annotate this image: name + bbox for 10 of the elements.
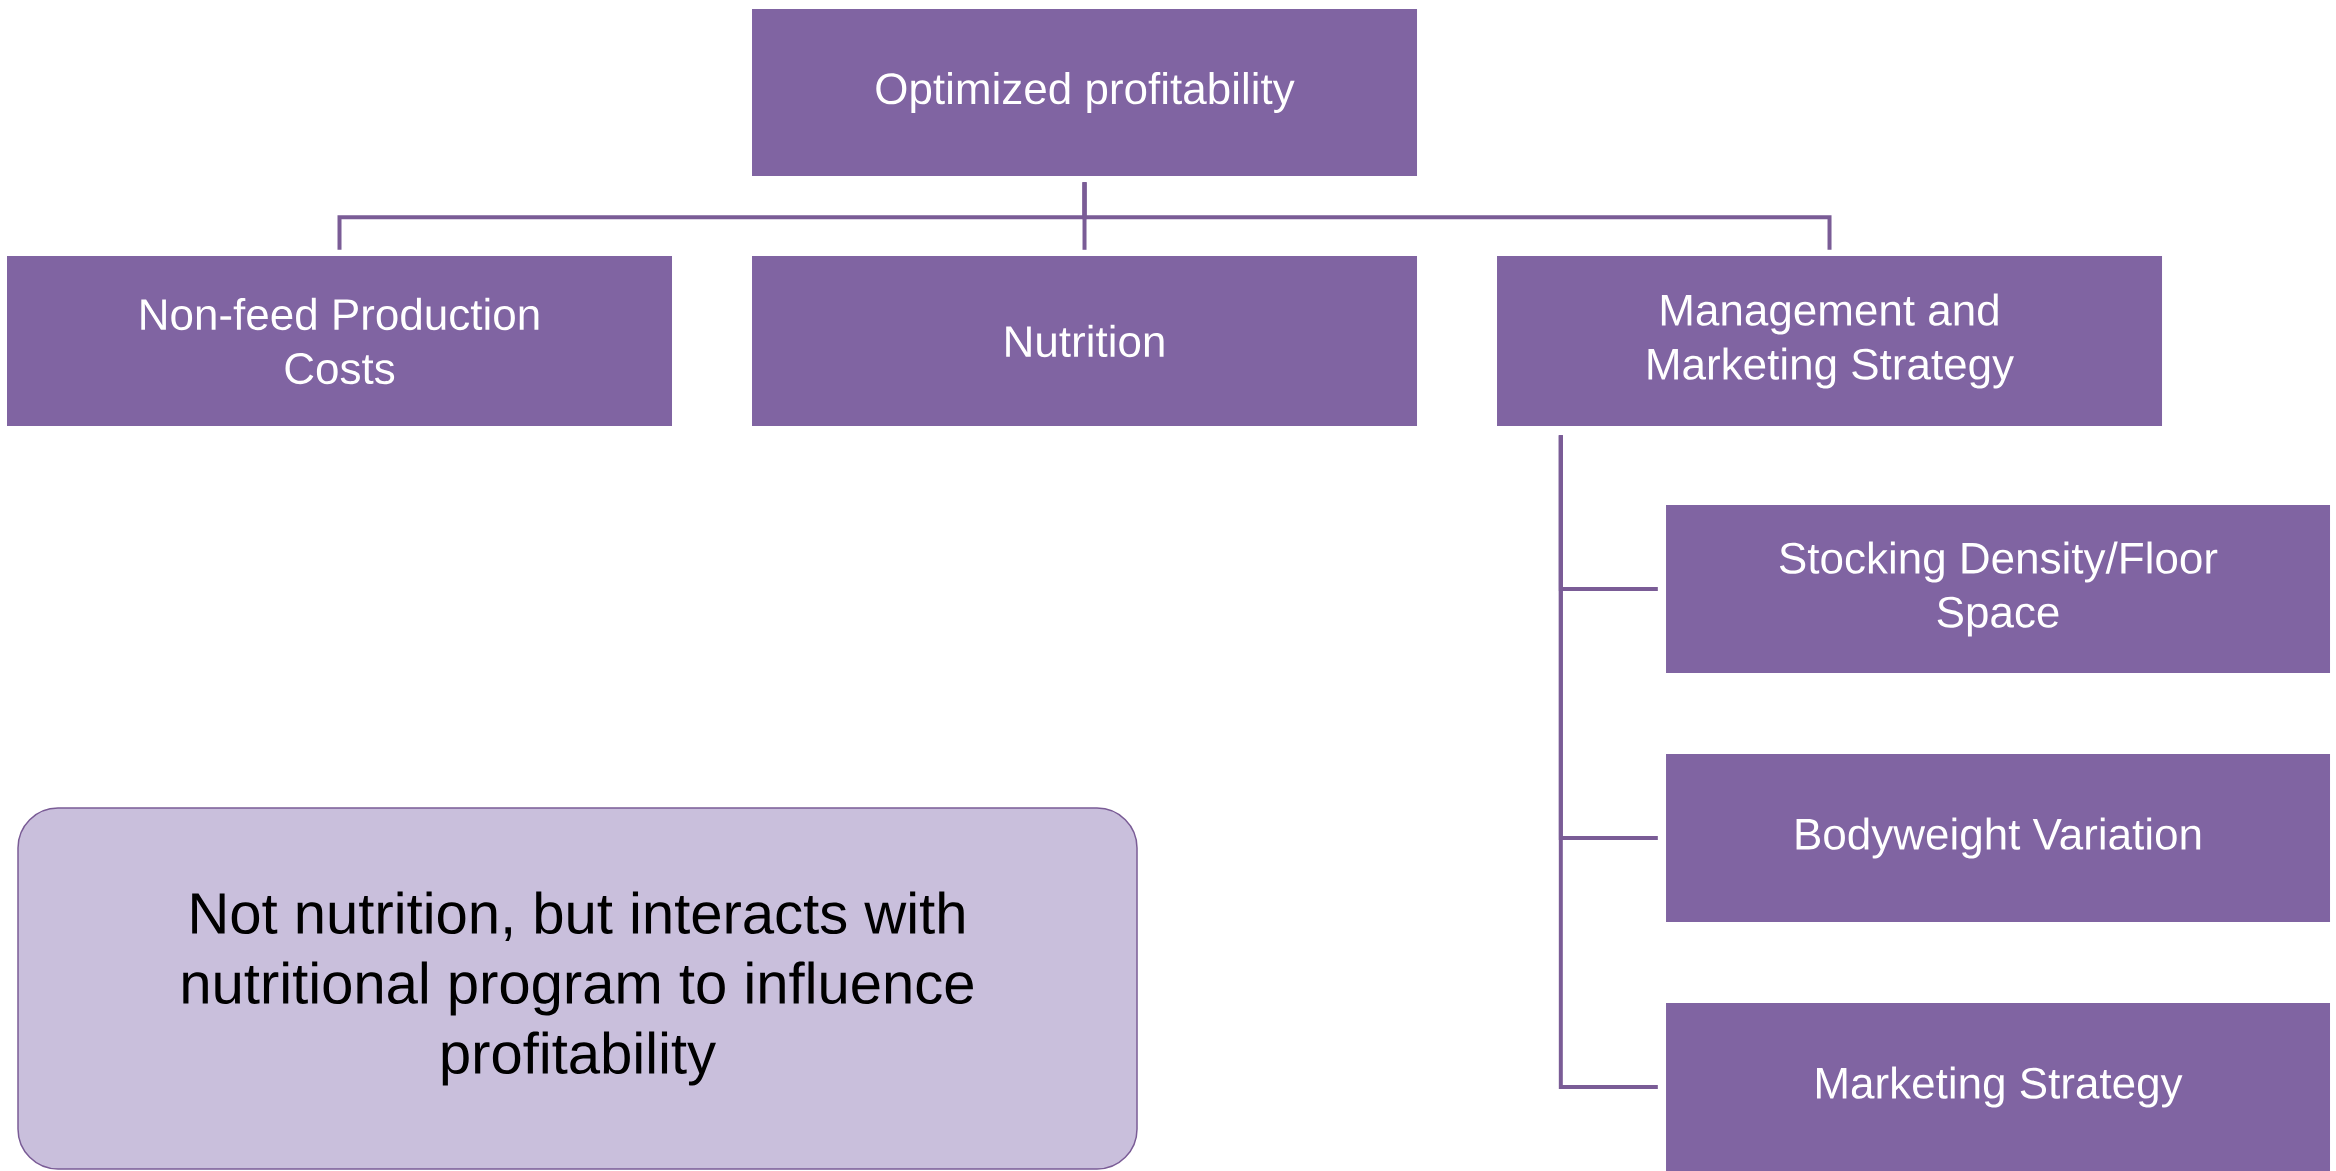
connector-line <box>1558 435 1658 1089</box>
process-box: Nutrition <box>752 256 1417 426</box>
process-box: Stocking Density/Floor Space <box>1666 505 2331 673</box>
note-box: Not nutrition, but interacts with nutritional program to influence profitability <box>17 807 1138 1170</box>
process-box: Management and Marketing Strategy <box>1497 256 2162 426</box>
process-box: Bodyweight Variation <box>1666 754 2331 922</box>
process-box: Optimized profitability <box>752 9 1417 176</box>
process-box: Marketing Strategy <box>1666 1003 2331 1171</box>
connector-line <box>1082 182 1832 250</box>
process-box: Non-feed Production Costs <box>7 256 672 426</box>
